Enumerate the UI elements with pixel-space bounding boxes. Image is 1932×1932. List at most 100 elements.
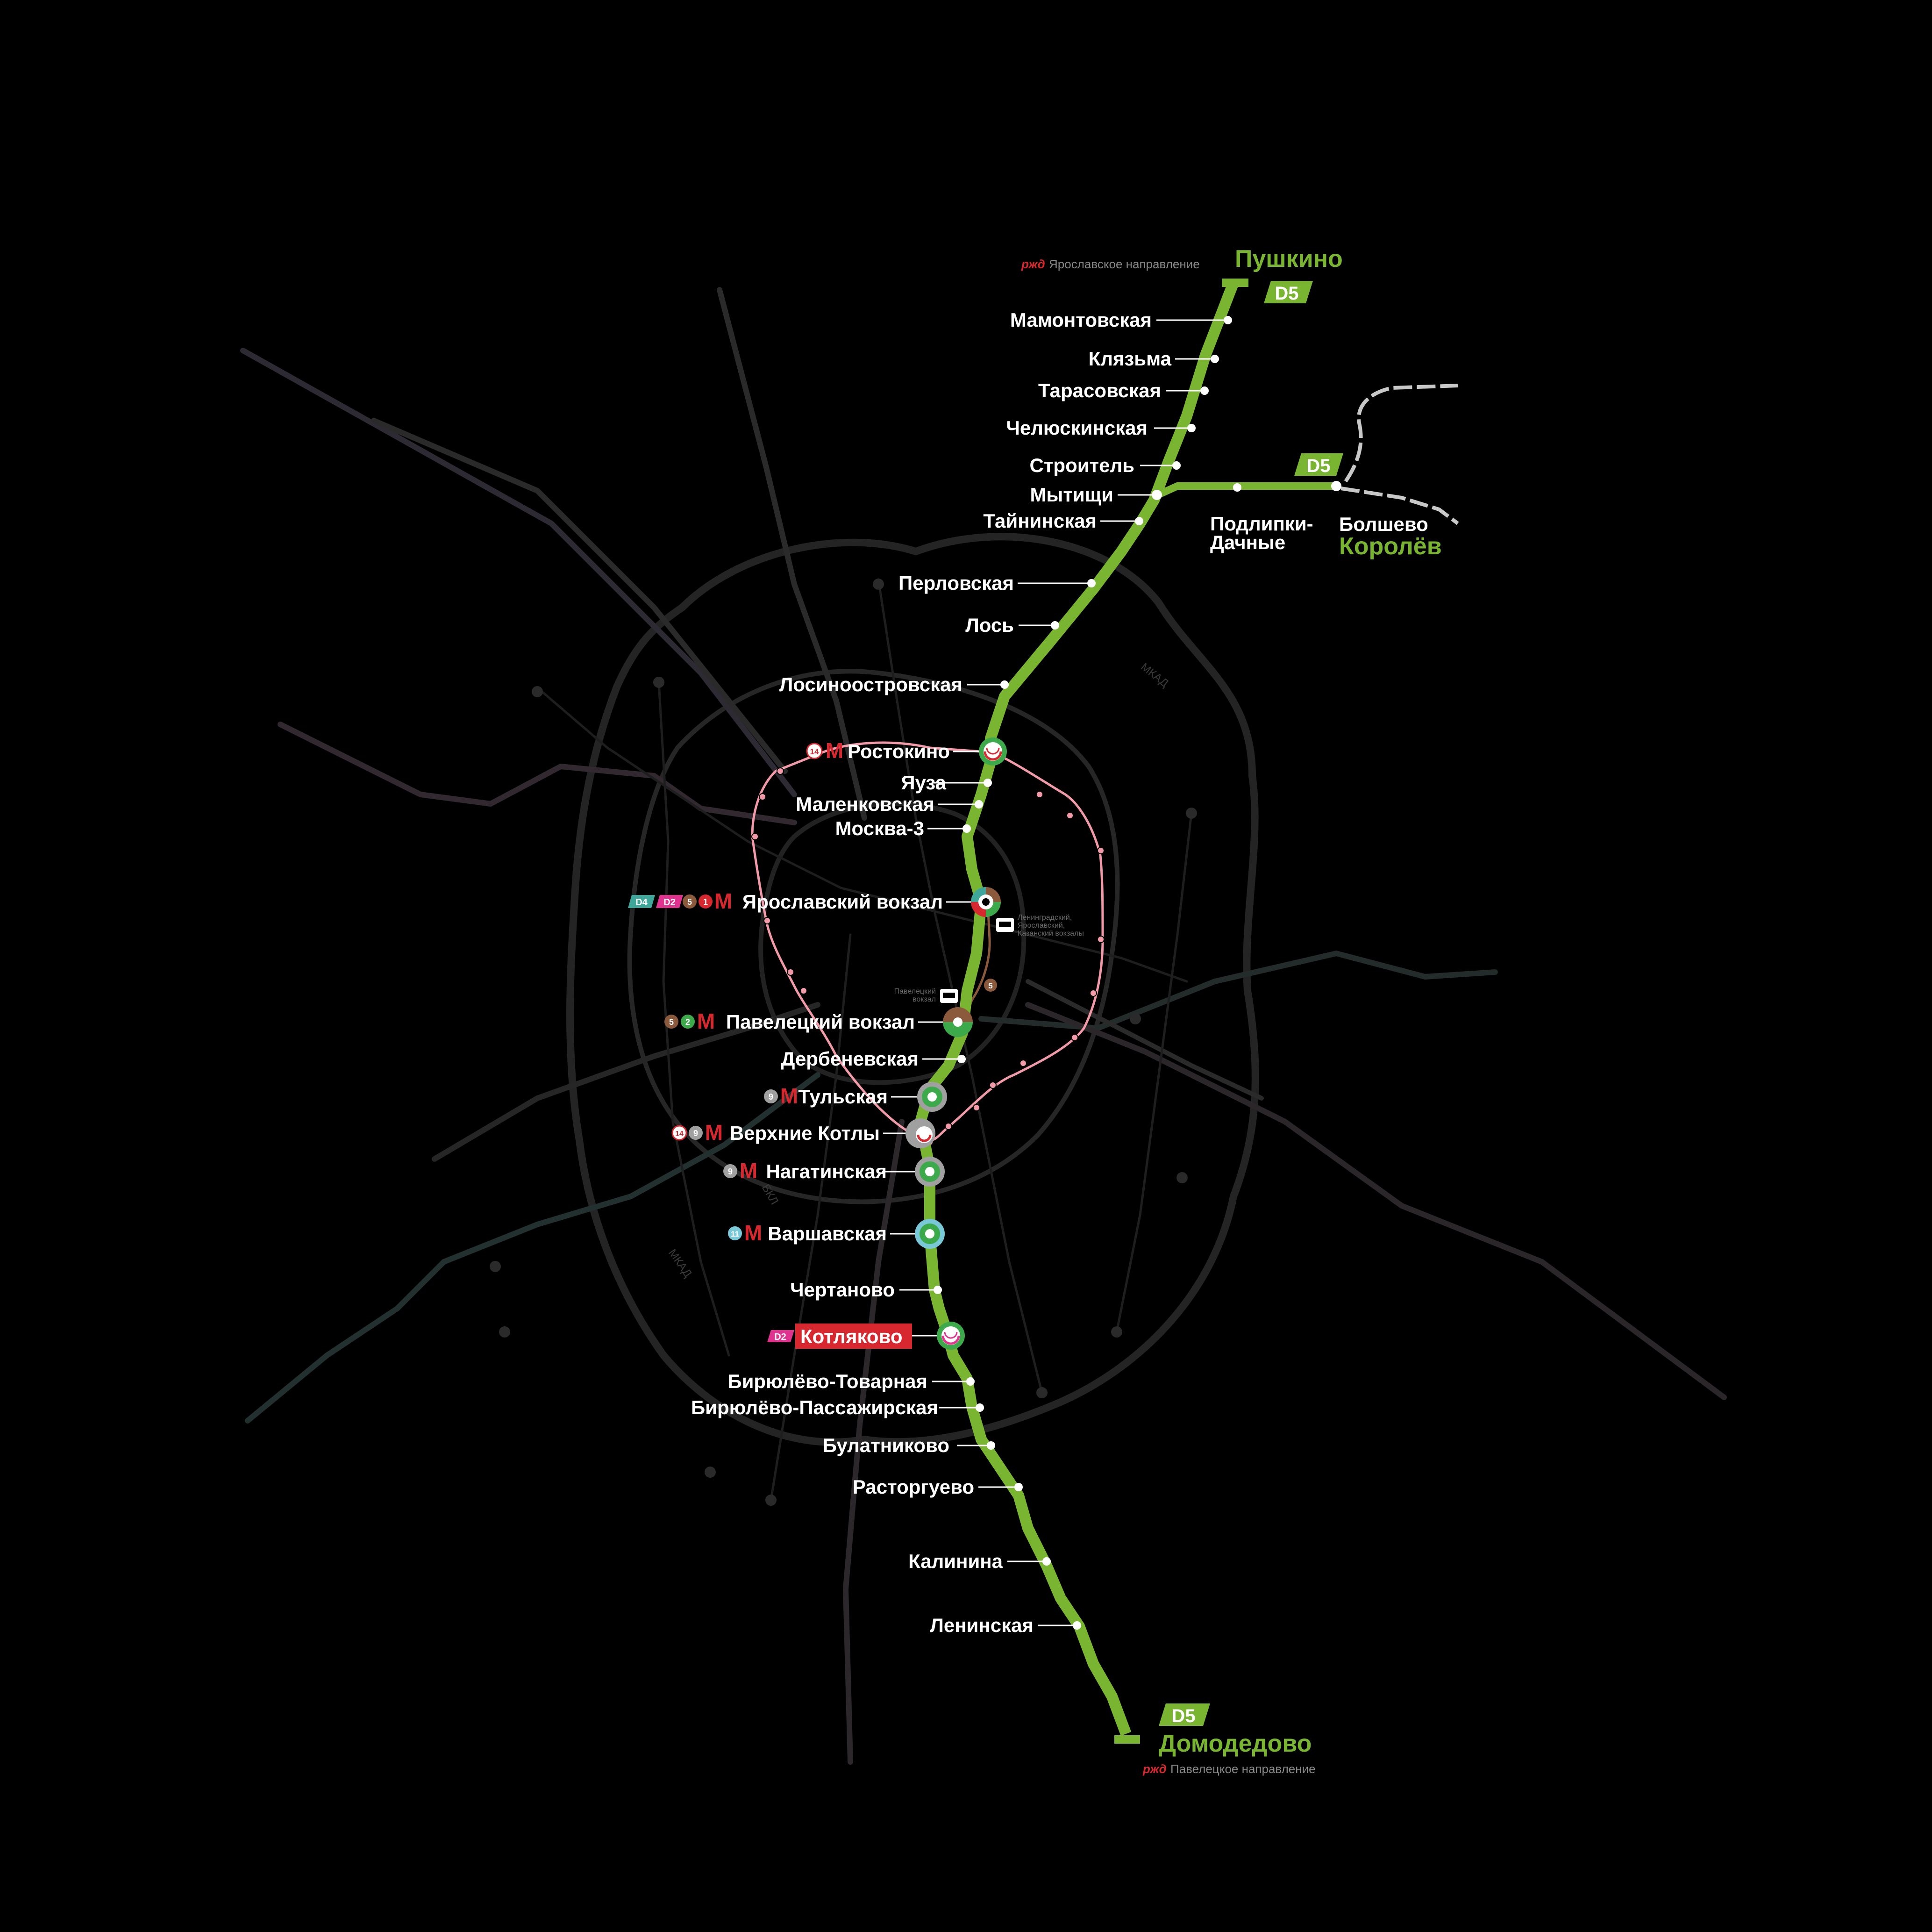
bg-line-w1 bbox=[278, 722, 797, 825]
station-label-mytishchi: Мытищи bbox=[1030, 484, 1114, 506]
transfers-varshavskaya: 11 М bbox=[728, 1221, 762, 1245]
bg-metro-3 bbox=[1115, 812, 1193, 1333]
terminal-labels: Пушкино ржд Ярославское направление Коро… bbox=[1021, 245, 1442, 1776]
d5-badge-south: D5 bbox=[1159, 1703, 1210, 1726]
metro-icon: М bbox=[744, 1221, 762, 1245]
svg-text:Павелецкий: Павелецкий bbox=[894, 987, 936, 995]
station-label-kalinina: Калинина bbox=[908, 1550, 1003, 1572]
d5-badge-north: D5 bbox=[1264, 281, 1313, 304]
transfer-icons: 14 М D4 D2 5 1 М 5 2 М 9 М bbox=[628, 738, 997, 1245]
svg-text:5: 5 bbox=[988, 981, 992, 990]
station-dots bbox=[934, 316, 1341, 1630]
svg-text:Казанский вокзалы: Казанский вокзалы bbox=[1018, 930, 1084, 937]
svg-text:14: 14 bbox=[675, 1130, 684, 1138]
station-label-kotlyakovo: Котляково bbox=[800, 1325, 903, 1347]
hub-verkhnie-kotly bbox=[905, 1118, 935, 1148]
bg-line-nw2 bbox=[371, 418, 788, 774]
station-label-rastorguevo: Расторгуево bbox=[853, 1476, 974, 1498]
station-label-bulatnikovo: Булатниково bbox=[823, 1434, 949, 1456]
station-label-bolshevo: Болшево bbox=[1339, 513, 1428, 535]
branch-terminal-label: Королёв bbox=[1339, 533, 1442, 560]
svg-text:D2: D2 bbox=[774, 1332, 786, 1342]
svg-text:Ярославский,: Ярославский, bbox=[1018, 922, 1065, 930]
station-label-chertanovo: Чертаново bbox=[790, 1279, 895, 1301]
station-label-biryulevo-tovarnaya: Бирюлёво-Товарная bbox=[727, 1370, 927, 1392]
bg-line-s1 bbox=[843, 1119, 905, 1765]
station-label-nagatinskaya: Нагатинская bbox=[766, 1160, 887, 1182]
korolev-grey-tracks bbox=[1340, 384, 1459, 525]
station-label-leninskaya: Ленинская bbox=[930, 1614, 1034, 1636]
bkl-ring bbox=[627, 669, 1120, 1204]
metro-icon: М bbox=[697, 1009, 715, 1033]
metro-icon: М bbox=[740, 1159, 757, 1183]
transfers-nagatinskaya: 9 М bbox=[723, 1159, 757, 1183]
komsomolskaya-terminals: Ленинградский, Ярославский, Казанский во… bbox=[996, 914, 1084, 937]
transfers-verkhnie-kotly: 14 9 М bbox=[671, 1120, 723, 1145]
transfer-hubs bbox=[905, 737, 1007, 1350]
bg-line-se1 bbox=[1025, 1002, 1727, 1400]
south-terminal-label: Домодедово bbox=[1159, 1730, 1312, 1757]
station-labels: Мамонтовская Клязьма Тарасовская Челюски… bbox=[691, 309, 1428, 1636]
mkad-ring bbox=[566, 533, 1259, 1446]
hub-yaroslavsky bbox=[971, 887, 1001, 917]
svg-text:5: 5 bbox=[669, 1017, 674, 1027]
station-label-stroitel: Строитель bbox=[1030, 454, 1134, 476]
svg-text:D4: D4 bbox=[635, 897, 648, 908]
svg-text:5: 5 bbox=[687, 897, 692, 907]
bg-metro-4 bbox=[877, 578, 1043, 1394]
svg-text:D5: D5 bbox=[1171, 1706, 1195, 1726]
south-direction-label: Павелецкое направление bbox=[1170, 1762, 1316, 1776]
rail-terminals: Ленинградский, Ярославский, Казанский во… bbox=[894, 914, 1084, 1003]
transfers-yaroslavsky: D4 D2 5 1 М bbox=[628, 889, 732, 913]
hub-rostokino bbox=[979, 737, 1007, 766]
station-label-varshavskaya: Варшавская bbox=[768, 1223, 887, 1245]
station-label-tayninskaya: Тайнинская bbox=[983, 510, 1097, 532]
svg-text:вокзал: вокзал bbox=[913, 995, 936, 1003]
rzd-south: ржд Павелецкое направление bbox=[1142, 1762, 1316, 1776]
hub-nagatinskaya bbox=[915, 1157, 945, 1187]
d5-badge-branch: D5 bbox=[1294, 453, 1343, 476]
svg-text:11: 11 bbox=[731, 1230, 739, 1238]
line5-marker: 5 bbox=[984, 979, 997, 992]
station-label-derbenevskaya: Дербеневская bbox=[781, 1048, 919, 1070]
svg-text:9: 9 bbox=[693, 1129, 698, 1138]
station-label-yauza: Яуза bbox=[901, 772, 946, 794]
transfers-rostokino: 14 М bbox=[806, 738, 843, 763]
transfers-tulskaya: 9 М bbox=[764, 1084, 798, 1108]
bg-line-nw1 bbox=[240, 348, 797, 797]
kotlyakovo-label: Котляково D2 bbox=[767, 1324, 912, 1349]
hub-paveletsky bbox=[943, 1007, 973, 1037]
station-label-moskva-3: Москва-3 bbox=[835, 817, 924, 839]
svg-text:D5: D5 bbox=[1306, 456, 1330, 476]
station-label-perlovskaya: Перловская bbox=[898, 572, 1014, 594]
svg-text:Ленинградский,: Ленинградский, bbox=[1018, 914, 1072, 922]
metro-icon: М bbox=[714, 889, 732, 913]
bg-metro-5 bbox=[770, 933, 852, 1502]
station-label-tarasovskaya: Тарасовская bbox=[1038, 379, 1161, 401]
svg-text:ржд: ржд bbox=[1021, 257, 1045, 271]
svg-text:2: 2 bbox=[685, 1017, 690, 1027]
rzd-north: ржд Ярославское направление bbox=[1021, 257, 1200, 271]
svg-text:14: 14 bbox=[810, 747, 819, 756]
badge-kotlyakovo-d2: D2 bbox=[767, 1330, 794, 1342]
station-label-yaroslavsky: Ярославский вокзал bbox=[742, 891, 943, 913]
hub-varshavskaya bbox=[915, 1219, 945, 1249]
north-terminal-label: Пушкино bbox=[1235, 245, 1343, 272]
paveletsky-terminal: Павелецкий вокзал bbox=[894, 987, 958, 1003]
svg-text:1: 1 bbox=[703, 897, 708, 907]
svg-text:9: 9 bbox=[728, 1167, 733, 1176]
station-label-losinoostrovskaya: Лосиноостровская bbox=[779, 673, 962, 695]
bg-metro-1 bbox=[541, 690, 1188, 983]
transfers-paveletsky: 5 2 М bbox=[664, 1009, 715, 1033]
svg-text:9: 9 bbox=[769, 1092, 773, 1102]
station-label-verkhnie-kotly: Верхние Котлы bbox=[730, 1122, 880, 1144]
hub-kotlyakovo bbox=[937, 1322, 965, 1350]
station-label-podlipki-2: Дачные bbox=[1210, 531, 1285, 553]
station-label-chelyuskinskaya: Челюскинская bbox=[1006, 417, 1148, 439]
station-label-paveletsky: Павелецкий вокзал bbox=[726, 1011, 915, 1033]
svg-text:D5: D5 bbox=[1275, 283, 1298, 304]
station-label-los: Лось bbox=[965, 614, 1014, 636]
station-label-podlipki-1: Подлипки- bbox=[1210, 513, 1313, 535]
metro-icon: М bbox=[705, 1120, 723, 1145]
